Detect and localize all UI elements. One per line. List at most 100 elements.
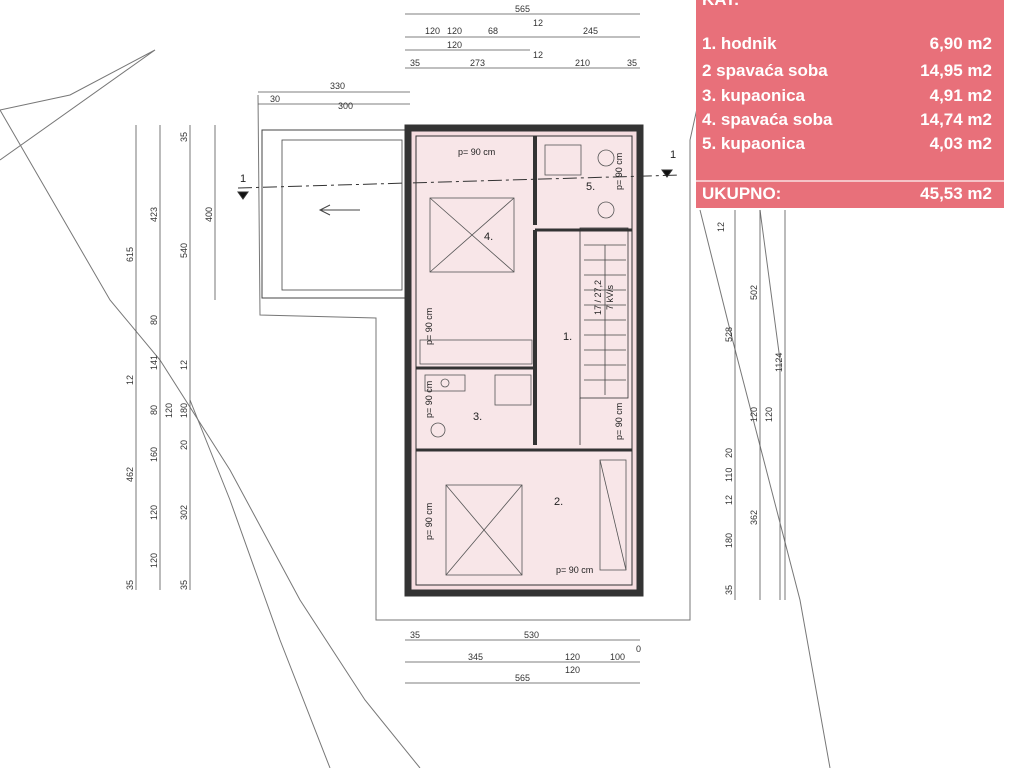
dimension-text-bottom: 35 530 345 120 100 0 120 565: [410, 630, 641, 683]
dim-120c: 120: [149, 553, 159, 568]
legend-room-name: 1. hodnik: [702, 34, 777, 53]
legend-room-area: 6,90 m2: [929, 34, 992, 53]
legend-total-row: UKUPNO: 45,53 m2: [702, 184, 992, 204]
door-label-room2-side: p= 90 cm: [424, 503, 434, 540]
dim-35b: 35: [179, 580, 189, 590]
dim-615: 615: [125, 247, 135, 262]
door-label-hall: p= 90 cm: [614, 403, 624, 440]
dim-80a: 80: [149, 315, 159, 325]
dim-120a: 120: [164, 403, 174, 418]
legend-total-value: 45,53 m2: [920, 184, 992, 203]
dim-bot-345: 345: [468, 652, 483, 662]
dim-r-120b: 120: [764, 407, 774, 422]
dim-r-35: 35: [724, 585, 734, 595]
dim-302: 302: [179, 505, 189, 520]
dim-141: 141: [149, 355, 159, 370]
dim-left-330: 330: [330, 81, 345, 91]
legend-room-name: 3. kupaonica: [702, 86, 805, 105]
legend-total-label: UKUPNO:: [702, 184, 782, 203]
dim-top-210: 210: [575, 58, 590, 68]
legend-row: 3. kupaonica 4,91 m2: [702, 86, 992, 106]
dimension-text-top: 565 120 120 68 12 245 120 35 273 12 210 …: [270, 4, 637, 111]
dim-423: 423: [149, 207, 159, 222]
dimension-lines-left: [135, 125, 216, 590]
building-outline: [404, 124, 644, 597]
section-line: [237, 169, 681, 200]
dim-12a: 12: [125, 375, 135, 385]
dim-160: 160: [149, 447, 159, 462]
dim-r-528: 528: [724, 327, 734, 342]
dim-top-35b: 35: [627, 58, 637, 68]
terrace: [261, 129, 409, 299]
legend-row: 2 spavaća soba 14,95 m2: [702, 61, 992, 81]
dim-left-300: 300: [338, 101, 353, 111]
room-number-1: 1.: [563, 331, 572, 343]
dim-r-502: 502: [749, 285, 759, 300]
dimension-text-right: 12 502 528 1124 120 120 20 110 12 362 18…: [716, 222, 784, 595]
dim-top-120c: 120: [447, 40, 462, 50]
dim-35a: 35: [125, 580, 135, 590]
dim-bot-100: 100: [610, 652, 625, 662]
room-number-3: 3.: [473, 411, 482, 423]
dim-r-110: 110: [724, 468, 734, 482]
legend-room-area: 14,74 m2: [920, 110, 992, 129]
staircase: [584, 244, 626, 395]
legend-row: 4. spavaća soba 14,74 m2: [702, 110, 992, 130]
dim-left-30: 30: [270, 94, 280, 104]
dim-top-565: 565: [515, 4, 530, 14]
dim-top-120a: 120: [425, 26, 440, 36]
dim-r-180: 180: [724, 533, 734, 548]
dim-80b: 80: [149, 405, 159, 415]
legend-room-name: 5. kupaonica: [702, 134, 805, 153]
dimension-lines-bottom: [405, 639, 640, 684]
dim-bot-530: 530: [524, 630, 539, 640]
dim-top-12: 12: [533, 18, 543, 28]
dim-180: 180: [179, 403, 189, 418]
door-label-room5: p= 90 cm: [614, 153, 624, 190]
dim-top-35a: 35: [410, 58, 420, 68]
dim-540: 540: [179, 243, 189, 258]
dim-400: 400: [204, 207, 214, 222]
dim-r-12b: 12: [724, 495, 734, 505]
dim-20: 20: [179, 440, 189, 450]
bathroom-fixtures: [424, 144, 615, 438]
room-number-4: 4.: [484, 231, 493, 243]
room-number-5: 5.: [586, 181, 595, 193]
dimension-lines-right: [734, 210, 786, 600]
legend-separator: [696, 180, 1004, 182]
dim-top-245: 245: [583, 26, 598, 36]
legend-row: 1. hodnik 6,90 m2: [702, 34, 992, 54]
legend-room-name: 2 spavaća soba: [702, 61, 828, 80]
dimension-lines-top: [258, 13, 640, 105]
dim-top-273: 273: [470, 58, 485, 68]
dim-r-20: 20: [724, 448, 734, 458]
stairs-label: 17 / 27,2: [593, 280, 603, 315]
stairs-note: 7 kV/s: [605, 284, 615, 310]
door-label-room4-top: p= 90 cm: [458, 147, 495, 157]
legend-title: KAT:: [702, 0, 739, 10]
door-label-room2-bottom: p= 90 cm: [556, 565, 593, 575]
dim-r-12: 12: [716, 222, 726, 232]
dim-bot-120b: 120: [565, 665, 580, 675]
dim-bot-35: 35: [410, 630, 420, 640]
section-mark-left: 1: [240, 173, 246, 185]
dim-bot-0: 0: [636, 644, 641, 654]
interior-walls: [416, 136, 632, 452]
legend-room-area: 4,91 m2: [929, 86, 992, 105]
legend-row: 5. kupaonica 4,03 m2: [702, 134, 992, 154]
room-number-2: 2.: [554, 496, 563, 508]
terrain-lines: [0, 49, 831, 768]
door-label-room4-side: p= 90 cm: [424, 308, 434, 345]
dim-r-120a: 120: [749, 407, 759, 422]
dim-top-12b: 12: [533, 50, 543, 60]
dim-12b: 12: [179, 360, 189, 370]
dim-r-1124: 1124: [774, 353, 784, 372]
dim-r-362: 362: [749, 510, 759, 525]
area-legend: KAT: 1. hodnik 6,90 m2 2 spavaća soba 14…: [696, 0, 1004, 208]
dim-top-120b: 120: [447, 26, 462, 36]
dim-bot-120a: 120: [565, 652, 580, 662]
legend-room-area: 4,03 m2: [929, 134, 992, 153]
furniture-beds: [419, 197, 627, 576]
dim-bot-565: 565: [515, 673, 530, 683]
